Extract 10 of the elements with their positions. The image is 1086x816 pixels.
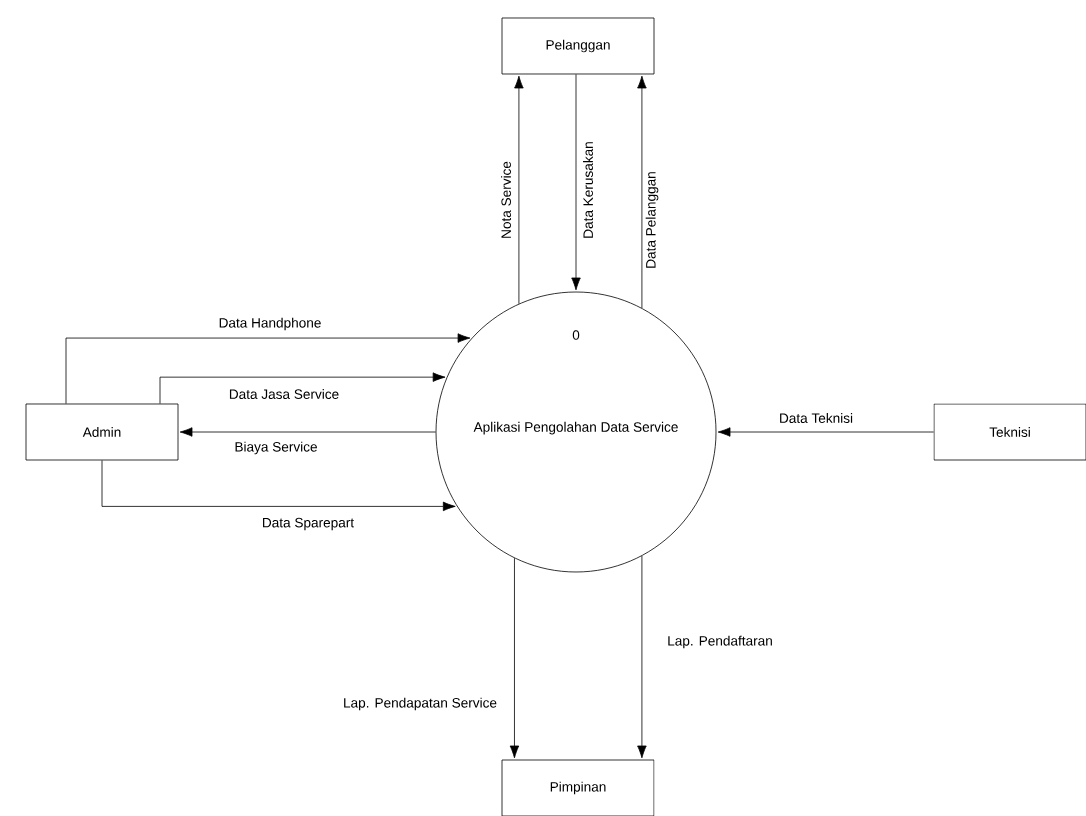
- arrow: [101, 460, 456, 512]
- arrow: [637, 555, 647, 759]
- arrow: [65, 333, 471, 404]
- arrow: [509, 557, 520, 759]
- arrow: [717, 427, 934, 437]
- arrow: [637, 75, 647, 309]
- arrow: [514, 75, 524, 305]
- arrow: [571, 74, 581, 291]
- arrow: [159, 372, 446, 404]
- arrow: [179, 427, 436, 437]
